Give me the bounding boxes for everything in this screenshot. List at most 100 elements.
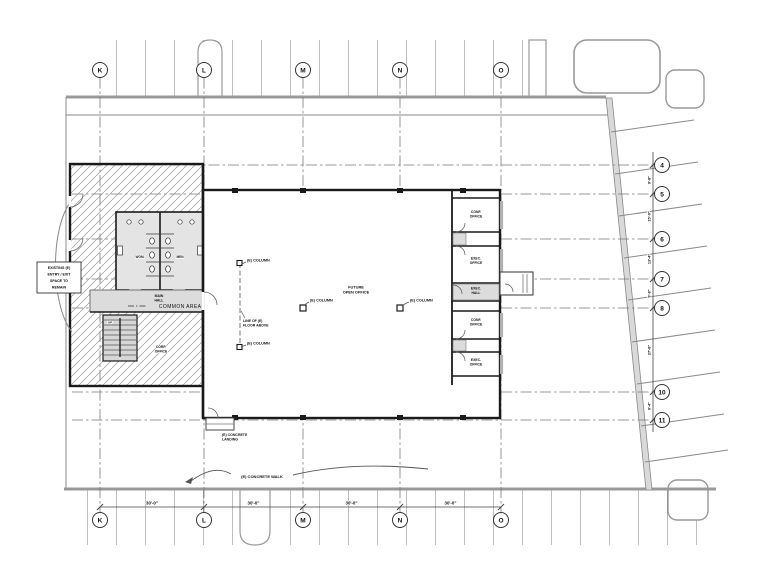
sink-fixtures	[117, 219, 203, 256]
column-annotations: (E) COLUMN (E) COLUMN (E) COLUMN (E) COL…	[240, 258, 434, 348]
parking-island-north-2	[528, 39, 547, 98]
walk-leader-arrowhead	[185, 477, 193, 484]
office-hall-label-2: HALL	[471, 291, 480, 295]
east-wing-outline	[201, 188, 502, 420]
dim-right-6: 9'-4"	[648, 402, 652, 410]
grid-bubble-M-top-label: M	[300, 67, 305, 74]
concrete-walk-annotation: (E) CONCRETE WALK	[185, 465, 429, 484]
hall-door-arc	[203, 291, 218, 306]
concrete-landing: (E) CONCRETE LANDING	[205, 407, 249, 442]
grid-bubble-5	[654, 186, 670, 202]
grid-bubbles-right: 4 5 6 7 8 10 11	[654, 157, 670, 428]
landing-door-arc	[504, 283, 514, 293]
dim-bottom-4: 30'-0"	[445, 501, 457, 506]
office-vestibule-1	[452, 232, 467, 246]
main-hall-label-2: HALL	[154, 299, 163, 303]
existing-column-nw	[236, 259, 243, 267]
concrete-walk-label: (E) CONCRETE WALK	[241, 474, 283, 479]
grid-bubble-8	[654, 300, 670, 316]
grid-bubble-11-label: 11	[659, 417, 666, 424]
dim-right-3: 13'-4"	[648, 254, 652, 265]
open-office-wing: FUTURE OPEN OFFICE (E) COLUMN (E) COLUMN…	[201, 164, 534, 442]
grid-bubble-N-bottom-label: N	[398, 517, 403, 524]
column-label-4: (E) COLUMN	[410, 299, 433, 303]
grid-bubble-10-label: 10	[658, 389, 666, 396]
existing-column-sw	[236, 343, 243, 351]
grid-bubble-7-label: 7	[660, 276, 664, 283]
corp-office-label-1: CORP.	[156, 345, 167, 349]
existing-column-n8	[396, 304, 404, 312]
office-3-label-2: OFFICE	[470, 323, 483, 327]
grid-bubble-N-bottom	[392, 512, 408, 528]
dim-bottom-1: 30'-0"	[146, 501, 158, 506]
floor-above-label-2: FLOOR ABOVE	[243, 324, 269, 328]
grid-bubbles-top: K L M N O	[92, 62, 509, 78]
concrete-landing-label-2: LANDING	[222, 438, 238, 442]
parking-east	[605, 97, 729, 491]
grid-bubble-5-label: 5	[660, 191, 664, 198]
parking-north-stall-lines	[92, 40, 538, 97]
grid-bubble-L-bottom	[196, 512, 212, 528]
office-block: CONF. OFFICE EXEC. OFFICE EXEC. HALL CON…	[451, 190, 534, 385]
dimension-bottom: 30'-0" 30'-0" 30'-0" 30'-0"	[96, 500, 505, 511]
restrooms: WOM. MEN	[115, 211, 205, 302]
landing-door-arc-sw	[207, 407, 219, 419]
east-landing	[499, 271, 534, 296]
existing-column-m8	[299, 304, 307, 312]
walk-leader-right	[292, 465, 429, 476]
grid-bubble-O-bottom-label: O	[498, 517, 503, 524]
existing-note-box: EXISTING (E) ENTRY / EXIT SPACE TO REMAI…	[36, 261, 82, 294]
toilet-fixtures	[149, 237, 171, 273]
dim-bottom-3: 30'-0"	[346, 501, 358, 506]
dim-right-4: 9'-8"	[648, 289, 652, 297]
grid-bubble-L-bottom-label: L	[202, 517, 206, 524]
grid-bubble-L-top-label: L	[202, 67, 206, 74]
mens-restroom-label: MEN	[176, 255, 184, 259]
grid-bubble-7	[654, 271, 670, 287]
grid-bubble-L-top	[196, 62, 212, 78]
office-1-label-2: OFFICE	[470, 215, 483, 219]
existing-note-line-1: EXISTING (E)	[48, 266, 71, 270]
column-label-2: (E) COLUMN	[247, 342, 270, 346]
grid-bubble-6-label: 6	[660, 236, 664, 243]
parking-south-stall-lines	[66, 489, 716, 545]
office-2-label-2: OFFICE	[470, 261, 483, 265]
grid-bubble-11	[654, 412, 670, 428]
office-2-label-1: EXEC.	[471, 257, 481, 261]
grid-bubble-M-bottom	[295, 512, 311, 528]
column-label-3: (E) COLUMN	[310, 299, 333, 303]
dim-right-5: 27'-8"	[648, 345, 652, 356]
corp-office-label-2: OFFICE	[155, 350, 168, 354]
womens-restroom-label: WOM.	[135, 255, 144, 259]
office-4-label-1: EXEC.	[471, 358, 481, 362]
grid-bubble-8-label: 8	[660, 305, 664, 312]
grid-bubble-O-bottom	[493, 512, 509, 528]
office-1-label-1: CONF.	[471, 210, 481, 214]
parking-south	[64, 479, 716, 546]
grid-bubble-N-top-label: N	[398, 67, 403, 74]
existing-note-line-3: SPACE TO	[50, 279, 68, 283]
east-curb	[605, 97, 653, 491]
grid-bubble-K-top	[92, 62, 108, 78]
parking-island-northeast	[665, 69, 705, 109]
grid-bubble-N-top	[392, 62, 408, 78]
grid-bubble-10	[654, 384, 670, 400]
walk-leader-left	[190, 469, 232, 482]
existing-note-line-2: ENTRY / EXIT	[48, 273, 72, 277]
dim-right-2: 15'-0"	[648, 211, 652, 222]
stair: UP	[102, 314, 138, 362]
common-areas-label: COMMON AREAS	[159, 304, 205, 310]
dimension-right: 9'-8" 15'-0" 13'-4" 9'-8" 27'-8" 9'-4"	[647, 152, 657, 432]
office-3-label-1: CONF.	[471, 318, 481, 322]
parking-island-southeast	[667, 479, 709, 521]
parking-island-south	[239, 489, 271, 546]
office-4-label-2: OFFICE	[470, 363, 483, 367]
common-areas-wing: WOM. MEN MAIN HALL COMMON AREAS UP C	[55, 162, 236, 388]
existing-note-line-4: REMAIN	[52, 286, 67, 290]
grid-bubble-M-bottom-label: M	[300, 517, 305, 524]
grid-bubble-O-top-label: O	[498, 67, 503, 74]
grid-bubble-4	[654, 157, 670, 173]
floor-above-label-1: LINE OF (E)	[243, 319, 262, 323]
wall-pilasters	[232, 188, 466, 420]
